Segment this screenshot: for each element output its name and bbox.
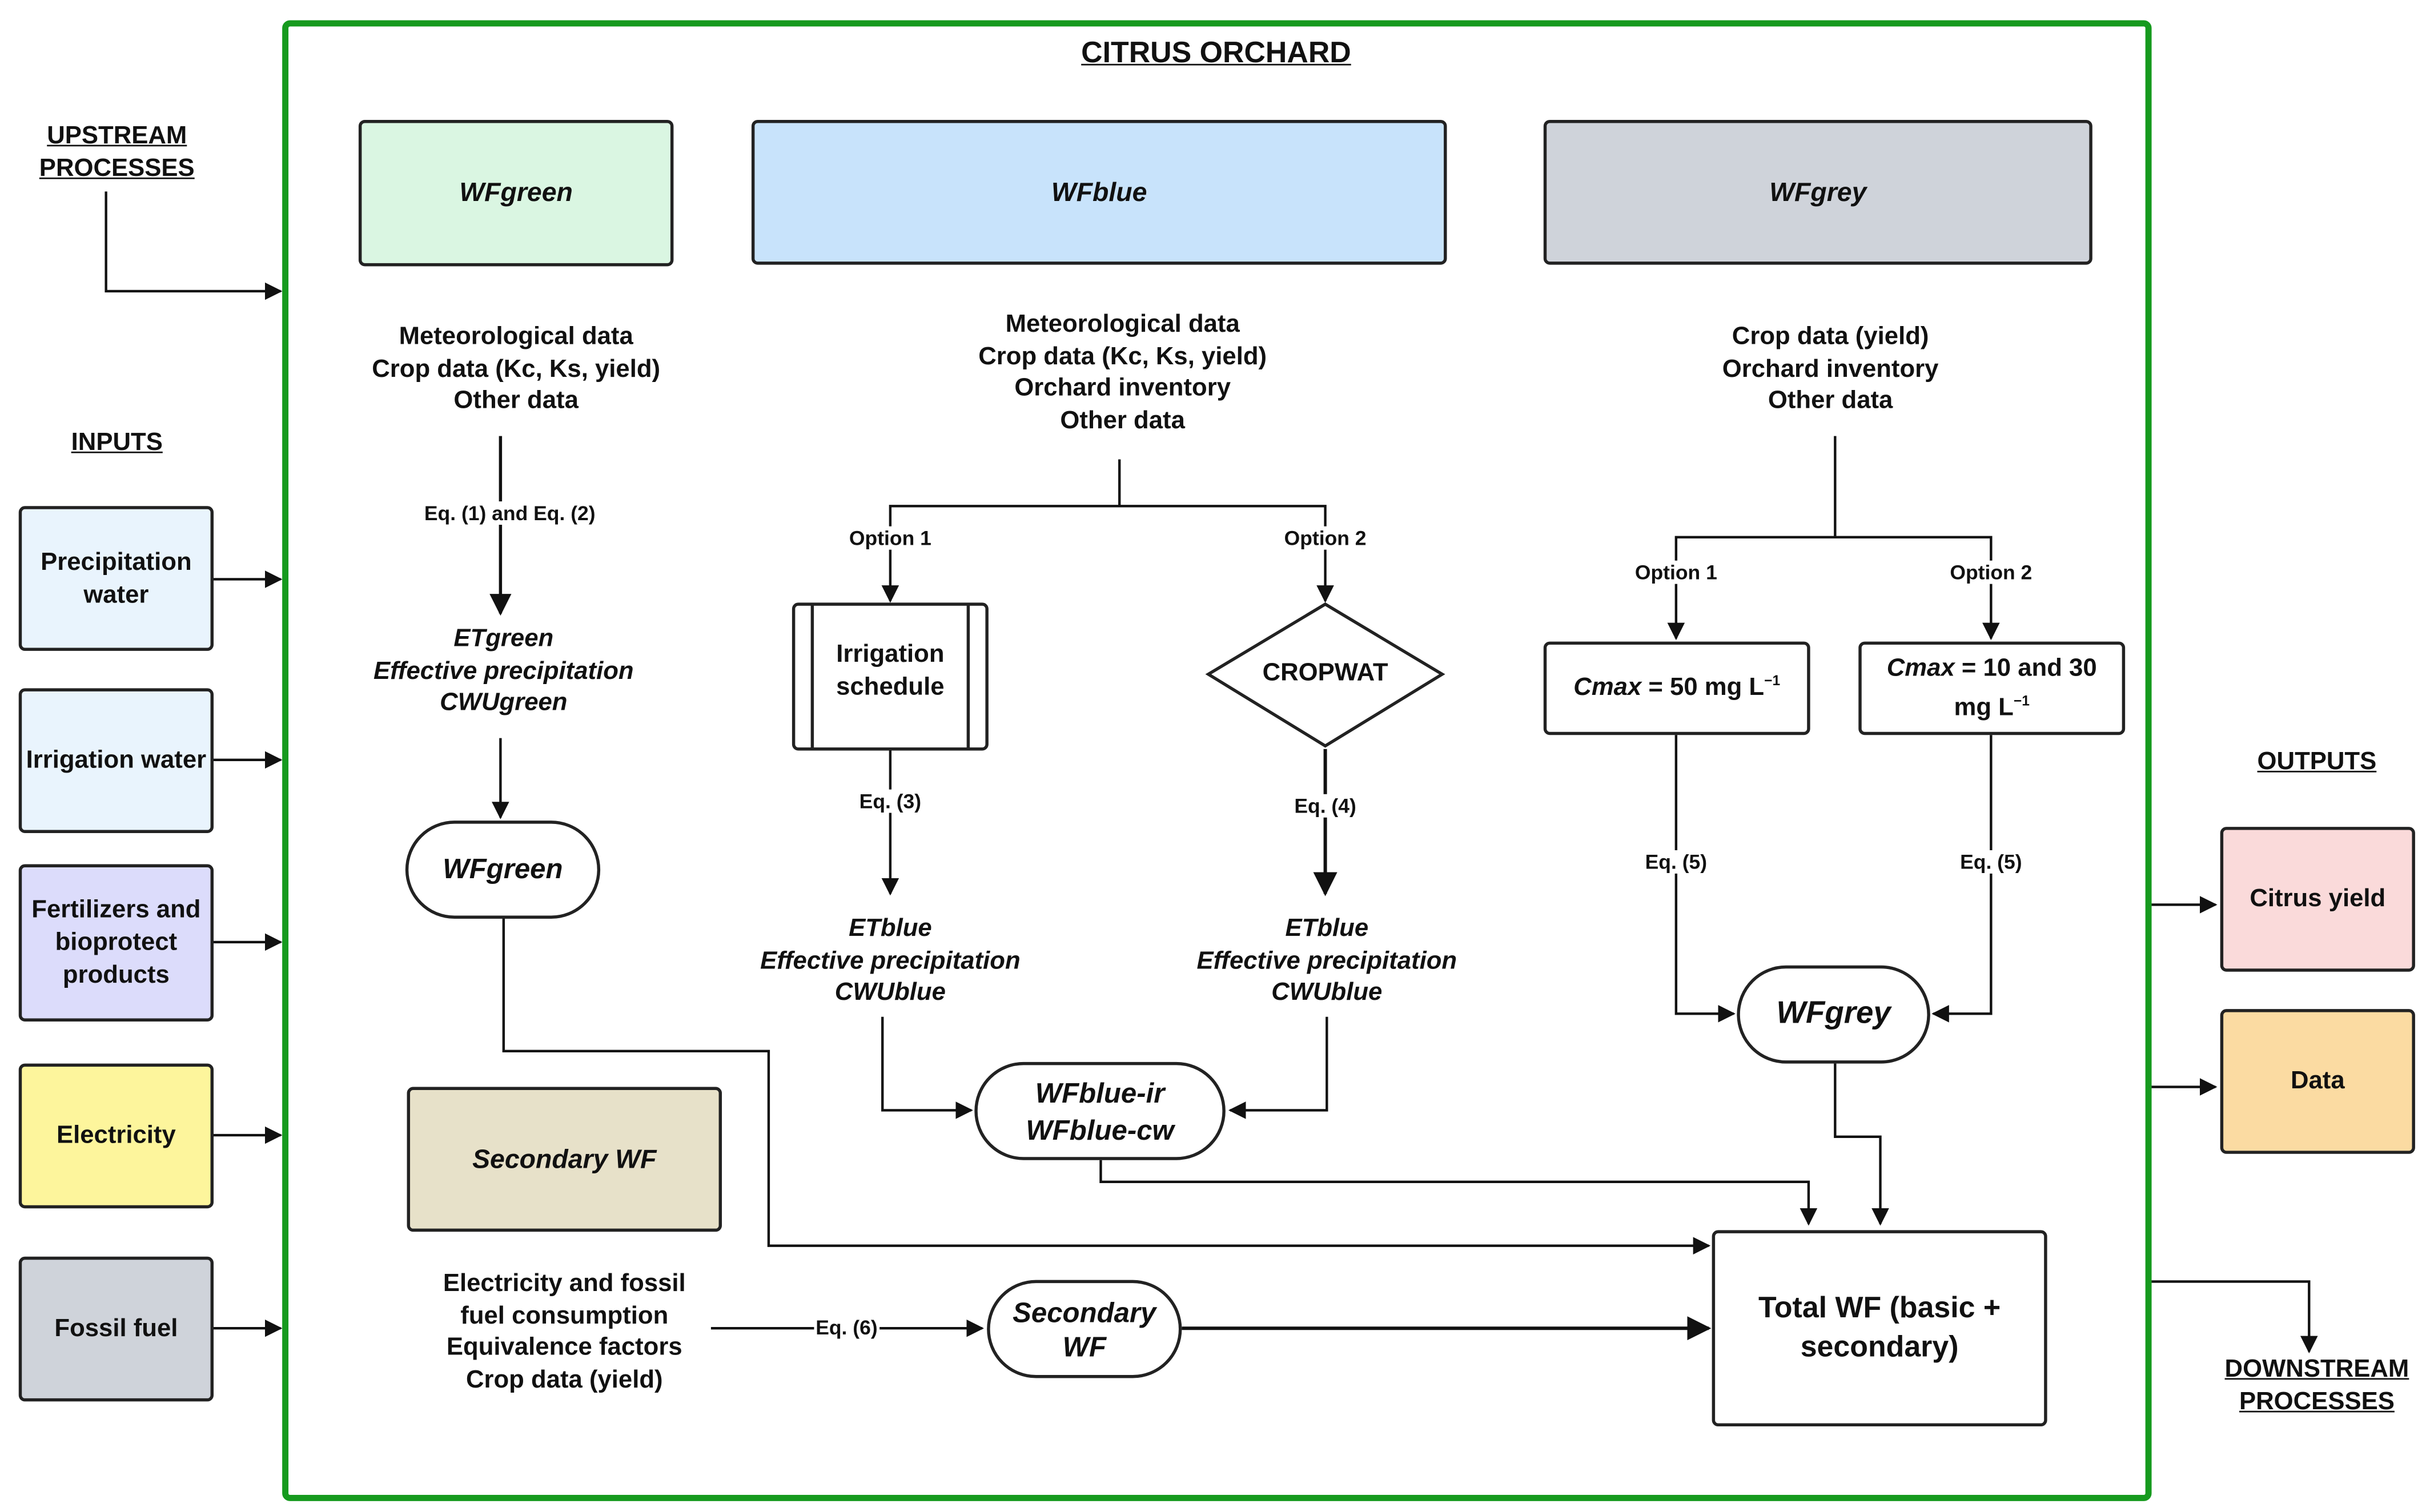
outputs-label: OUTPUTS bbox=[2257, 749, 2377, 776]
secondary-data-text: Electricity and fossil fuel consumption … bbox=[443, 1270, 686, 1393]
wf-blue-node: WFblue-ir WFblue-cw bbox=[974, 1061, 1226, 1160]
output-data: Data bbox=[2220, 1009, 2415, 1154]
secondary-eq6-label: Eq. (6) bbox=[814, 1316, 879, 1340]
grey-to-total bbox=[1834, 1063, 1889, 1226]
cropwat-decision: CROPWAT bbox=[1262, 660, 1388, 687]
grey-eq5-label-2: Eq. (5) bbox=[1958, 850, 2024, 874]
orchard-frame bbox=[282, 20, 2152, 1501]
blue-option-2-label: Option 2 bbox=[1282, 526, 1368, 550]
blue-result-right bbox=[1228, 1016, 1328, 1119]
blue-results-text-1: ETblue Effective precipitation CWUblue bbox=[760, 915, 1021, 1006]
downstream-arrow bbox=[2151, 1280, 2318, 1354]
cmax2-arrow bbox=[1931, 735, 1993, 1023]
green-eq-label: Eq. (1) and Eq. (2) bbox=[423, 501, 597, 525]
secondary-wf-node: Secondary WF bbox=[987, 1280, 1182, 1378]
total-wf-box: Total WF (basic + secondary) bbox=[1712, 1230, 2047, 1427]
blue-option2 bbox=[1119, 505, 1334, 603]
grey-option1 bbox=[1667, 436, 1837, 641]
blue-to-total bbox=[1099, 1160, 1818, 1226]
header-wf-blue: WFblue bbox=[751, 119, 1447, 265]
blue-result-left bbox=[881, 1016, 973, 1119]
header-secondary-wf: Secondary WF bbox=[407, 1087, 722, 1232]
grey-option-2-label: Option 2 bbox=[1948, 560, 2034, 584]
output-citrus-yield: Citrus yield bbox=[2220, 827, 2415, 972]
wf-grey-node: WFgrey bbox=[1737, 965, 1930, 1064]
grey-eq5-label-1: Eq. (5) bbox=[1643, 850, 1709, 874]
cmax-option-2-box: Cmax = 10 and 30 mg L−1 bbox=[1858, 641, 2126, 735]
upstream-label: UPSTREAM PROCESSES bbox=[39, 123, 195, 182]
process-box-shape bbox=[792, 602, 989, 751]
blue-data-text: Meteorological data Crop data (Kc, Ks, y… bbox=[978, 311, 1267, 434]
green-to-total bbox=[502, 918, 1711, 1254]
input-electricity: Electricity bbox=[18, 1063, 214, 1209]
green-results-text: ETgreen Effective precipitation CWUgreen bbox=[373, 626, 634, 717]
blue-eq3-label: Eq. (3) bbox=[857, 789, 923, 813]
cmax1-arrow bbox=[1674, 735, 1736, 1023]
irrigation-schedule-box: Irrigation schedule bbox=[836, 641, 945, 700]
blue-option1 bbox=[881, 459, 1121, 603]
inputs-label: INPUTS bbox=[71, 429, 163, 457]
input-fossil-fuel: Fossil fuel bbox=[18, 1256, 214, 1402]
cmax-option-1-box: Cmax = 50 mg L−1 bbox=[1543, 641, 1810, 735]
wf-green-node: WFgreen bbox=[405, 821, 601, 919]
green-data-text: Meteorological data Crop data (Kc, Ks, y… bbox=[372, 324, 661, 415]
grey-data-text: Crop data (yield) Orchard inventory Othe… bbox=[1722, 324, 1939, 415]
input-fertilizers: Fertilizers and bioprotect products bbox=[18, 864, 214, 1022]
page-title: CITRUS ORCHARD bbox=[1081, 37, 1351, 70]
header-wf-green: WFgreen bbox=[358, 119, 674, 267]
grey-option2 bbox=[1835, 536, 2000, 641]
input-irrigation-water: Irrigation water bbox=[18, 688, 214, 833]
blue-option-1-label: Option 1 bbox=[848, 526, 933, 550]
upstream-arrow bbox=[105, 191, 283, 300]
diamond-decision-shape bbox=[1205, 602, 1445, 748]
header-wf-grey: WFgrey bbox=[1543, 119, 2092, 265]
downstream-label: DOWNSTREAM PROCESSES bbox=[2224, 1356, 2409, 1415]
grey-option-1-label: Option 1 bbox=[1633, 560, 1719, 584]
blue-results-text-2: ETblue Effective precipitation CWUblue bbox=[1196, 915, 1457, 1006]
blue-eq4-label: Eq. (4) bbox=[1292, 794, 1358, 818]
input-precipitation-water: Precipitation water bbox=[18, 506, 214, 651]
